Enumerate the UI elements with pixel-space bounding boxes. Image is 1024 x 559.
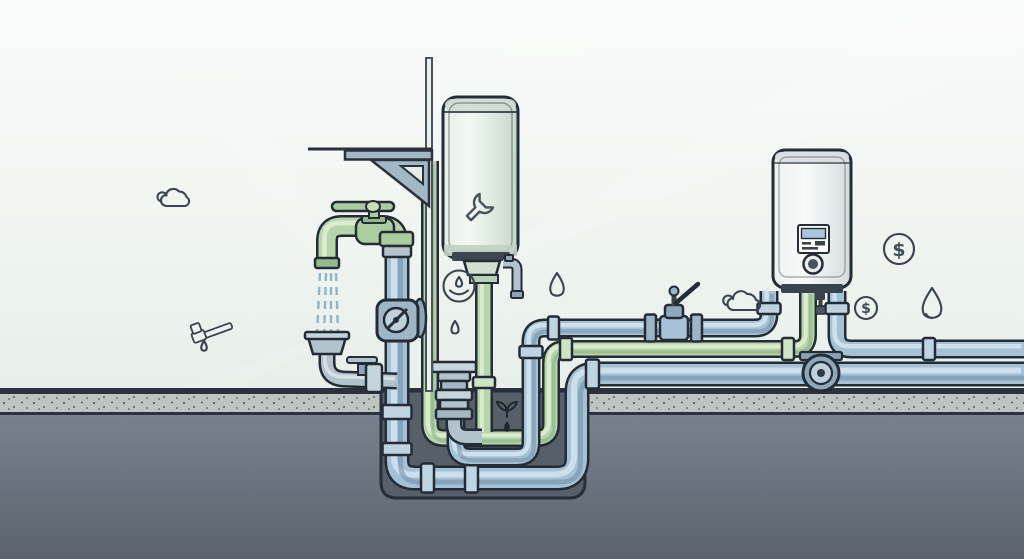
droplet-icon bbox=[921, 286, 943, 320]
pipe-coupling bbox=[824, 301, 850, 316]
cloud-icon bbox=[722, 290, 762, 312]
pipe-heater-green-supply bbox=[471, 276, 497, 432]
faucet-handle[interactable] bbox=[330, 200, 396, 224]
pipe-right-blue-line bbox=[824, 288, 1024, 362]
heater-neck bbox=[462, 259, 502, 277]
pipe-coupling bbox=[471, 375, 497, 390]
faucet bbox=[313, 200, 415, 339]
riser-stack bbox=[430, 360, 482, 446]
sprout-icon bbox=[495, 400, 519, 433]
control-panel[interactable] bbox=[797, 224, 830, 254]
heater-drain-tap bbox=[503, 254, 524, 299]
valve-box[interactable] bbox=[375, 297, 428, 343]
heater-base bbox=[781, 284, 843, 293]
pipe-coupling bbox=[558, 336, 574, 362]
droplet-icon bbox=[549, 271, 565, 297]
pipe-wrench-icon bbox=[189, 322, 234, 344]
spout-flange bbox=[313, 256, 341, 270]
lever-ball-valve[interactable] bbox=[643, 281, 704, 343]
pipe-union bbox=[364, 362, 384, 394]
wrench-icon bbox=[465, 192, 495, 222]
droplet-icon bbox=[450, 319, 460, 335]
drain-funnel bbox=[303, 330, 398, 394]
wall bbox=[308, 57, 434, 392]
gate-valve[interactable] bbox=[346, 356, 378, 376]
valve-lever[interactable] bbox=[673, 281, 701, 306]
droplet-icon bbox=[200, 339, 208, 352]
cloud-icon bbox=[156, 187, 191, 208]
dollar-circle-icon: $ bbox=[853, 295, 879, 321]
heater-base bbox=[452, 252, 510, 261]
dollar-glyph: $ bbox=[861, 301, 871, 317]
pipe-main-cold-line bbox=[381, 232, 1024, 494]
pipe-green-drain-line bbox=[421, 158, 817, 447]
water-heater-tank bbox=[441, 95, 524, 299]
dollar-circle-icon: $ bbox=[882, 232, 916, 266]
dollar-glyph: $ bbox=[892, 239, 905, 261]
pipe-coupling bbox=[381, 358, 601, 494]
pipe-coupling bbox=[921, 336, 937, 362]
water-stream bbox=[315, 272, 340, 339]
tankless-water-heater bbox=[771, 148, 853, 315]
shelf bbox=[343, 149, 434, 161]
droplet-in-circle-icon bbox=[442, 269, 476, 303]
pipe-upper-blue-line bbox=[446, 288, 782, 467]
pipe-coupling bbox=[780, 336, 796, 362]
pressure-relief-valve bbox=[814, 292, 827, 315]
pump-flange bbox=[798, 350, 844, 393]
display-screen bbox=[800, 227, 827, 240]
